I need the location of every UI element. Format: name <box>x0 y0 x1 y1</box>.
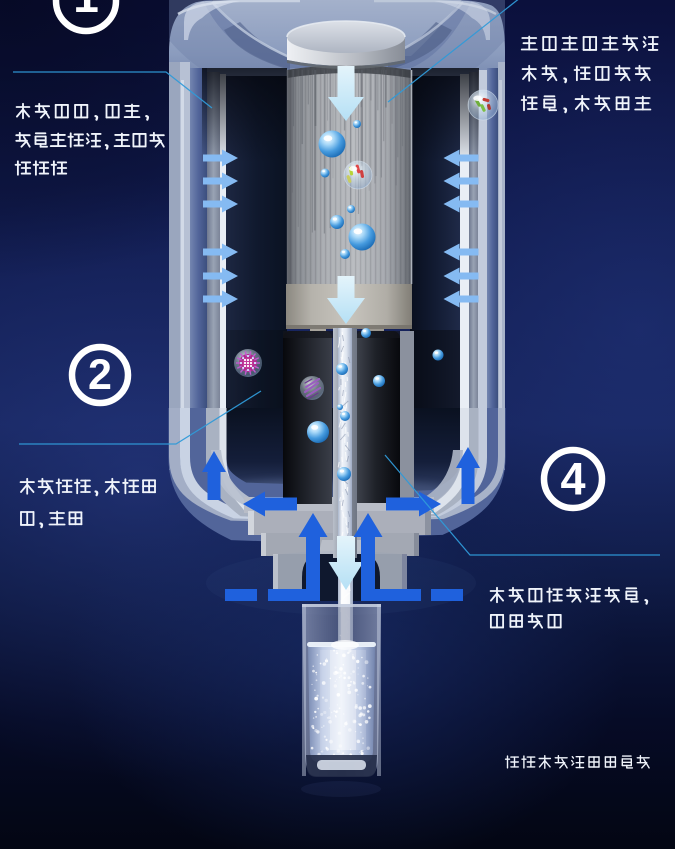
svg-text:1: 1 <box>73 0 99 22</box>
svg-text:4: 4 <box>560 454 585 505</box>
svg-text:2: 2 <box>88 351 112 399</box>
